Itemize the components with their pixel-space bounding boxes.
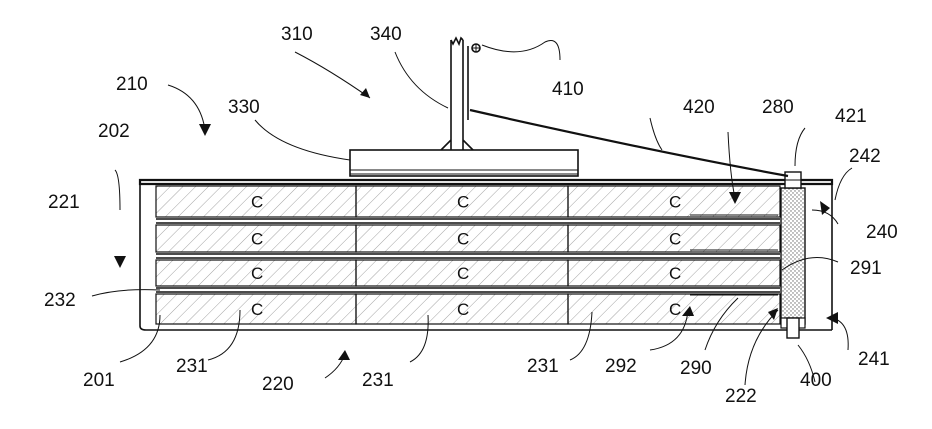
label-232: 232 — [44, 290, 76, 311]
cell-label: C — [457, 193, 469, 212]
label-221: 221 — [48, 192, 80, 213]
label-420: 420 — [683, 97, 715, 118]
label-231-b: 231 — [362, 370, 394, 391]
label-201: 201 — [83, 370, 115, 391]
label-410: 410 — [552, 79, 584, 100]
label-240: 240 — [866, 222, 898, 243]
cell-label: C — [669, 193, 681, 212]
cell-label: C — [457, 230, 469, 249]
label-242: 242 — [849, 146, 881, 167]
cell-grid: CCCCCCCCCCCC — [156, 186, 780, 324]
label-231-c: 231 — [527, 356, 559, 377]
cell-label: C — [669, 264, 681, 283]
cell-label: C — [251, 300, 263, 319]
label-222: 222 — [725, 386, 757, 407]
label-280: 280 — [762, 97, 794, 118]
top-mount — [350, 38, 788, 176]
label-202: 202 — [98, 121, 130, 142]
side-plate — [781, 172, 805, 338]
label-290: 290 — [680, 358, 712, 379]
label-231-a: 231 — [176, 356, 208, 377]
label-310: 310 — [281, 24, 313, 45]
cell-label: C — [669, 230, 681, 249]
label-210: 210 — [116, 74, 148, 95]
cell-label: C — [457, 264, 469, 283]
label-400: 400 — [800, 370, 832, 391]
label-220: 220 — [262, 374, 294, 395]
label-291: 291 — [850, 258, 882, 279]
cell-label: C — [457, 300, 469, 319]
label-330: 330 — [228, 97, 260, 118]
cell-label: C — [251, 193, 263, 212]
label-292: 292 — [605, 356, 637, 377]
label-421: 421 — [835, 106, 867, 127]
label-340: 340 — [370, 24, 402, 45]
label-241: 241 — [858, 349, 890, 370]
cell-label: C — [251, 230, 263, 249]
cell-label: C — [251, 264, 263, 283]
cell-label: C — [669, 300, 681, 319]
